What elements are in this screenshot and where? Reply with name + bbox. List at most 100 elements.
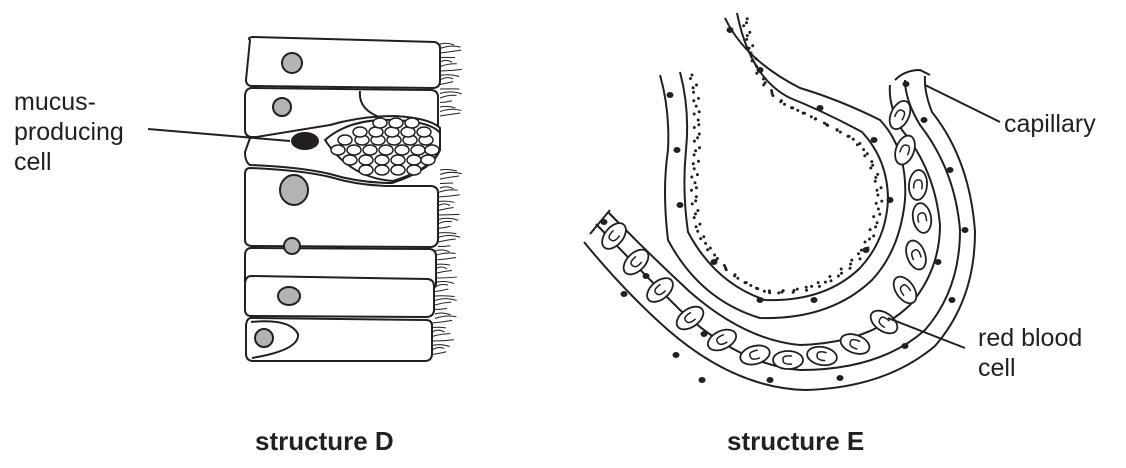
- cell-nucleus: [284, 238, 300, 254]
- lining-dot: [817, 281, 820, 284]
- lining-dot: [691, 74, 694, 77]
- red-blood-cells: [597, 98, 933, 369]
- cilium: [435, 253, 456, 256]
- lining-dot: [698, 110, 701, 113]
- lining-dot: [830, 279, 833, 282]
- red-blood-cell: [838, 330, 872, 357]
- lining-dot: [872, 215, 875, 218]
- lining-dot: [692, 86, 695, 89]
- lining-dot: [805, 289, 808, 292]
- lining-dot: [862, 148, 865, 151]
- lining-dot: [694, 149, 697, 152]
- lining-dot: [745, 38, 748, 41]
- lining-dot: [814, 117, 817, 120]
- lining-dot: [860, 249, 863, 252]
- lining-dot: [877, 208, 880, 211]
- cilium: [435, 281, 454, 283]
- lining-dot: [805, 286, 808, 289]
- lining-dot: [836, 128, 839, 131]
- rbc-outline: [838, 330, 872, 357]
- lining-dot: [704, 242, 707, 245]
- mucus-granule: [425, 145, 439, 155]
- lining-dot: [698, 146, 701, 149]
- lining-dot: [693, 216, 696, 219]
- lining-dot: [874, 225, 877, 228]
- rbc-outline: [902, 238, 929, 272]
- lining-dot: [694, 181, 697, 184]
- cilium: [440, 113, 460, 116]
- cilium: [440, 95, 457, 98]
- cilium: [440, 50, 461, 53]
- capillary-label: capillary: [1004, 110, 1096, 139]
- mucus-granule: [331, 145, 345, 155]
- cilium: [440, 60, 452, 62]
- cilium: [435, 296, 455, 297]
- mucus-granule: [347, 145, 361, 155]
- lining-dot: [880, 200, 883, 203]
- lining-dot: [880, 186, 883, 189]
- cilium: [435, 313, 451, 315]
- cilium: [435, 289, 448, 292]
- lining-dot: [782, 289, 785, 292]
- lining-dot: [692, 99, 695, 102]
- lining-dot: [733, 274, 736, 277]
- lining-dot: [690, 189, 693, 192]
- lining-dot: [875, 202, 878, 205]
- lining-dot: [768, 289, 771, 292]
- lining-dot: [696, 173, 699, 176]
- mucus-label-line2: producing: [14, 118, 124, 147]
- mucus-granule: [411, 145, 425, 155]
- lining-dot: [863, 154, 866, 157]
- endothelial-nucleus: [811, 297, 818, 303]
- cilium: [435, 316, 456, 318]
- lining-dot: [692, 162, 695, 165]
- cilium: [438, 233, 456, 234]
- endothelial-nucleus: [887, 197, 894, 203]
- alveolus-wall: [660, 18, 905, 318]
- red-blood-cell: [891, 133, 918, 167]
- lining-dot: [696, 209, 699, 212]
- lining-dot: [748, 31, 751, 34]
- cilium: [435, 271, 452, 274]
- lining-dot: [823, 122, 826, 125]
- lining-dot: [698, 133, 701, 136]
- lining-dot: [713, 254, 716, 257]
- capillary-wall: [584, 76, 975, 390]
- lining-dot: [689, 77, 692, 80]
- lining-dot: [762, 78, 765, 81]
- endothelial-nucleus: [601, 219, 608, 225]
- cilium: [438, 226, 451, 228]
- lining-dot: [736, 277, 739, 280]
- endothelial-nucleus: [757, 297, 764, 303]
- lining-dot: [818, 285, 821, 288]
- cilium: [432, 345, 450, 347]
- rbc-outline: [891, 133, 918, 167]
- mucus-granule: [405, 118, 419, 128]
- lining-dot: [755, 65, 758, 68]
- lining-dot: [810, 285, 813, 288]
- lining-dot: [750, 52, 753, 55]
- lining-dot: [763, 290, 766, 293]
- cilium: [435, 264, 450, 265]
- lining-dot: [869, 167, 872, 170]
- mucus-granule: [407, 155, 421, 165]
- mucus-granule: [359, 155, 373, 165]
- cilium: [438, 204, 450, 206]
- rbc-outline: [773, 351, 803, 369]
- cilium: [438, 235, 460, 237]
- mucus-granule: [395, 145, 409, 155]
- lining-dot: [690, 176, 693, 179]
- rbc-outline: [806, 345, 839, 368]
- mucus-granule: [379, 145, 393, 155]
- lining-dot: [849, 263, 852, 266]
- mucus-granule: [417, 127, 431, 137]
- lining-dot: [864, 241, 867, 244]
- lining-dot: [695, 84, 698, 87]
- mucus-granule: [375, 165, 389, 175]
- red-blood-cell: [889, 273, 921, 308]
- cell-nucleus: [255, 329, 273, 347]
- lining-dot: [780, 99, 783, 102]
- lining-dot: [859, 257, 862, 260]
